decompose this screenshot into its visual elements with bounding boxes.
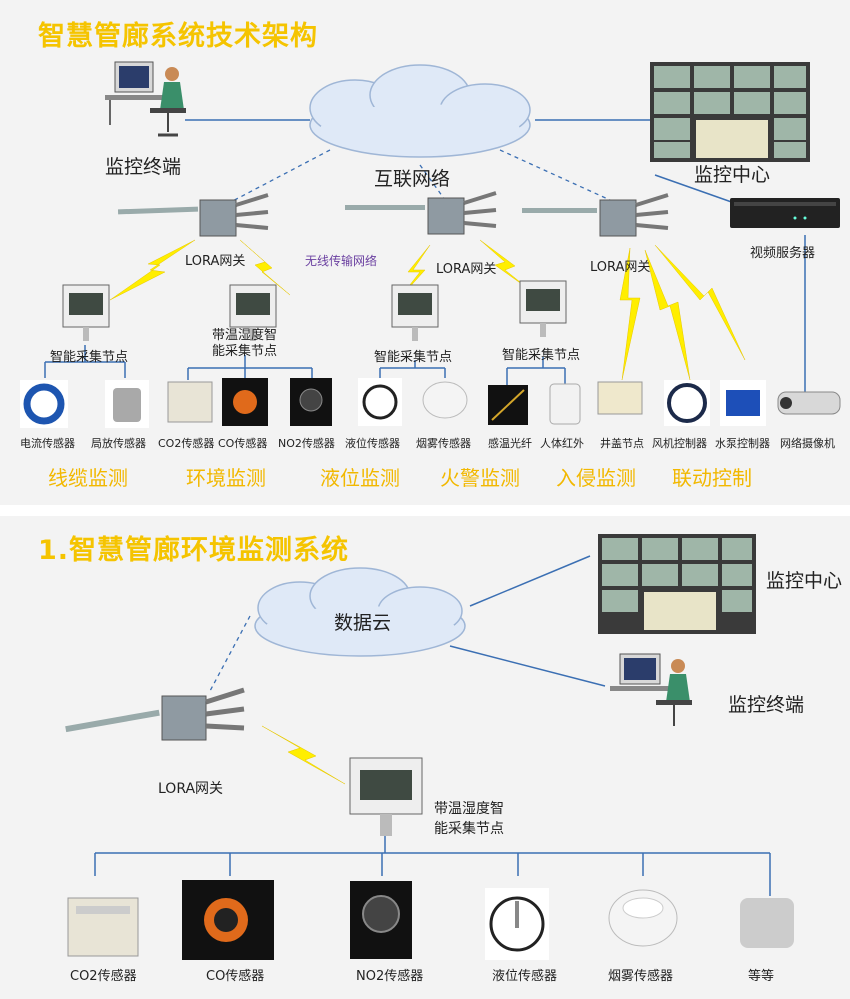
co-sensor-icon [182,880,274,960]
device-label: 烟雾传感器 [416,437,471,450]
sensor-label: 液位传感器 [492,969,558,984]
node-label: 智能采集节点 [502,348,581,363]
device-label: 风机控制器 [652,437,707,450]
center-to-video-link [654,174,741,206]
monitor-center-label: 监控中心 [694,164,771,186]
monitor-terminal-icon [610,653,692,726]
infrared-sensor-icon [549,383,581,425]
placeholder-device-icon [740,898,794,948]
fan-controller-icon [664,380,710,426]
device-label: 网络摄像机 [780,437,835,450]
sensor-label: CO2传感器 [70,969,137,984]
environment-diagram-graphics [65,534,794,960]
node-label-line2: 能采集节点 [212,344,278,359]
device-label: 局放传感器 [91,437,146,450]
architecture-diagram-graphics [20,61,841,428]
architecture-panel: 智慧管廊系统技术架构 监控终端 互联网络 监控中心 视频服务器 无线传输网络 L… [0,0,850,505]
gateway1-dashed-link [224,149,331,206]
co-sensor-icon [222,378,268,426]
collection-node-icon [349,757,423,836]
pump-controller-icon [720,380,766,426]
level-sensor-icon [358,378,402,426]
node-label: 智能采集节点 [50,350,129,365]
sensor-label: 烟雾传感器 [608,969,674,984]
wireless-signal-bolts [109,239,746,381]
monitor-terminal-icon [105,61,186,137]
category-label: 线缆监测 [48,466,128,490]
cloud-to-terminal-link [449,645,606,687]
category-label: 环境监测 [186,466,266,490]
network-camera-icon [777,391,841,415]
node-label: 智能采集节点 [374,350,453,365]
no2-sensor-icon [290,378,332,426]
pd-sensor-icon [105,380,149,428]
fiber-sensor-icon [488,385,528,425]
co2-sensor-icon [167,381,213,423]
gateway-label: LORA网关 [185,254,246,269]
gateway2-dashed-link [419,164,446,201]
sensor-icons [67,880,794,960]
wireless-network-label: 无线传输网络 [305,254,378,268]
environment-panel: 1.智慧管廊环境监测系统 数据云 监控中心 监控终端 LORA网关 带温湿度智 … [0,516,850,999]
lora-gateway-icons [117,191,669,237]
gateway-label: LORA网关 [158,781,224,797]
cloud-to-gateway-dashed-link [209,615,251,692]
internet-label: 互联网络 [374,168,451,190]
video-server-label: 视频服务器 [750,246,816,261]
gateway3-dashed-link [499,149,611,201]
lora-gateway-icon [65,687,245,741]
device-icons [20,378,841,428]
sensor-label: NO2传感器 [356,969,424,984]
device-label: 电流传感器 [20,437,75,450]
category-label: 联动控制 [672,466,752,490]
category-label: 火警监测 [440,466,520,490]
data-cloud [254,567,466,657]
device-label: CO传感器 [218,437,268,450]
category-label: 入侵监测 [556,466,636,490]
device-label: 液位传感器 [345,437,400,450]
co2-sensor-icon [67,897,139,957]
node-label-line2: 能采集节点 [434,821,504,837]
data-cloud-label: 数据云 [334,612,392,634]
monitor-terminal-label: 监控终端 [105,156,182,178]
level-sensor-icon [485,888,549,960]
gateway-label: LORA网关 [436,262,497,277]
internet-cloud [309,64,531,158]
smoke-sensor-icon [422,381,468,419]
smoke-sensor-icon [608,889,678,947]
monitor-center-label: 监控中心 [766,570,843,592]
monitor-center-wall-icon [598,534,756,634]
device-label: 井盖节点 [600,437,644,450]
monitor-terminal-label: 监控终端 [728,694,805,716]
node-label-line1: 带温湿度智 [434,801,504,817]
sensor-label: CO传感器 [206,969,265,984]
node-label-line1: 带温湿度智 [212,328,278,343]
gateway-label: LORA网关 [590,260,651,275]
video-server-icon [730,198,840,228]
device-label: NO2传感器 [278,437,335,450]
wireless-signal-bolt [261,725,346,785]
current-sensor-icon [20,380,68,428]
sensor-label: 等等 [748,969,775,984]
page-title: 智慧管廊系统技术架构 [38,21,318,52]
manhole-node-icon [597,381,643,415]
section-title: 1.智慧管廊环境监测系统 [38,535,350,566]
no2-sensor-icon [350,881,412,959]
device-label: 感温光纤 [488,437,532,450]
category-label: 液位监测 [320,466,400,490]
monitor-center-wall-icon [650,62,810,162]
collection-node-icons [62,280,567,341]
device-label: 水泵控制器 [715,437,770,450]
cloud-to-center-link [469,555,591,607]
device-label: 人体红外 [540,437,584,450]
device-label: CO2传感器 [158,437,215,450]
